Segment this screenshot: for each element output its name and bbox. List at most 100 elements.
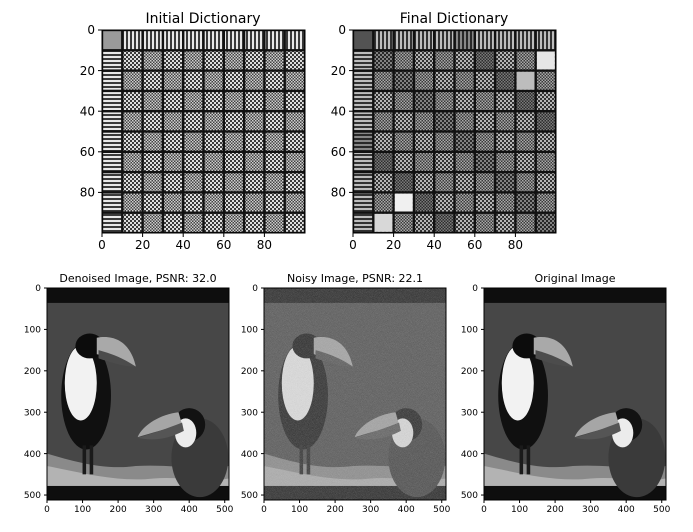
dictionary-atom [455,213,474,232]
x-tick-label: 200 [110,505,127,515]
dictionary-atom [496,92,515,110]
dictionary-atom [455,173,474,192]
y-tick-label: 100 [461,326,478,336]
dictionary-atom [285,213,304,232]
dictionary-atom [394,193,413,212]
dictionary-atom [184,153,203,171]
x-tick-label: 80 [257,238,272,252]
x-tick-label: 0 [481,505,487,515]
dictionary-atom [123,112,142,131]
x-tick-label: 400 [618,505,635,515]
dictionary-atom [265,153,284,171]
x-tick-label: 20 [135,238,150,252]
dictionary-atom [516,92,535,110]
dictionary-atom [374,51,393,70]
dictionary-atom [496,31,515,50]
original-image [484,288,666,500]
dictionary-atom [225,92,243,110]
dictionary-atom [496,51,515,70]
noisy-image-frame [263,287,447,501]
dictionary-atom [476,92,494,110]
dictionary-atom [435,153,454,171]
initial-dictionary-image [102,30,305,233]
dictionary-atom [536,132,555,151]
dictionary-atom [245,71,264,90]
dictionary-atom [204,92,223,110]
dictionary-atom [516,173,535,192]
x-tick-label: 60 [216,238,231,252]
dictionary-atom [374,213,393,232]
dictionary-atom [516,132,535,151]
dictionary-atom [374,112,393,131]
dictionary-atom [415,213,433,232]
dictionary-atom [536,51,555,70]
dictionary-atom [394,213,413,232]
y-tick-label: 200 [241,367,258,377]
x-tick-label: 500 [433,505,450,515]
dictionary-atom [204,213,223,232]
dictionary-atom [265,132,284,151]
dictionary-atom [354,173,373,192]
y-tick-label: 500 [24,491,41,501]
y-tick-label: 40 [80,104,95,118]
dictionary-atom [265,51,284,70]
original-image-frame [483,287,667,501]
original-image-title: Original Image [535,272,616,285]
dictionary-atom [354,193,373,212]
dictionary-atom [536,92,555,110]
dictionary-atom [123,51,142,70]
y-tick-label: 0 [252,284,258,294]
dictionary-atom [225,153,243,171]
dictionary-atom [143,173,162,192]
noisy-image-title: Noisy Image, PSNR: 22.1 [287,272,423,285]
dictionary-atom [394,112,413,131]
dictionary-atom [516,153,535,171]
dictionary-atom [455,51,474,70]
dictionary-atom [496,193,515,212]
dictionary-atom [394,153,413,171]
denoised-image-title: Denoised Image, PSNR: 32.0 [59,272,216,285]
x-tick-label: 60 [467,238,482,252]
dictionary-atom [103,153,122,171]
dictionary-atom [184,213,203,232]
dictionary-atom [225,213,243,232]
x-tick-label: 500 [653,505,670,515]
y-tick-label: 0 [87,23,95,37]
x-tick-label: 300 [362,505,379,515]
dictionary-atom [184,112,203,131]
dictionary-atom [374,71,393,90]
y-tick-label: 80 [80,186,95,200]
dictionary-atom [245,193,264,212]
x-tick-label: 40 [427,238,442,252]
dictionary-atom [374,31,393,50]
dictionary-atom [204,71,223,90]
dictionary-atom [204,193,223,212]
dictionary-atom [536,112,555,131]
dictionary-atom [516,112,535,131]
dictionary-atom [143,31,162,50]
dictionary-atom [435,92,454,110]
dictionary-atom [374,92,393,110]
dictionary-atom [164,173,182,192]
dictionary-atom [143,112,162,131]
x-tick-label: 100 [291,505,308,515]
dictionary-atom [435,31,454,50]
dictionary-atom [496,71,515,90]
dictionary-atom [204,173,223,192]
dictionary-atom [285,31,304,50]
dictionary-atom [476,213,494,232]
dictionary-atom [394,92,413,110]
dictionary-atom [354,51,373,70]
dictionary-atom [164,153,182,171]
y-tick-label: 300 [461,408,478,418]
dictionary-atom [265,193,284,212]
x-tick-label: 300 [145,505,162,515]
dictionary-atom [245,173,264,192]
dictionary-atom [455,112,474,131]
